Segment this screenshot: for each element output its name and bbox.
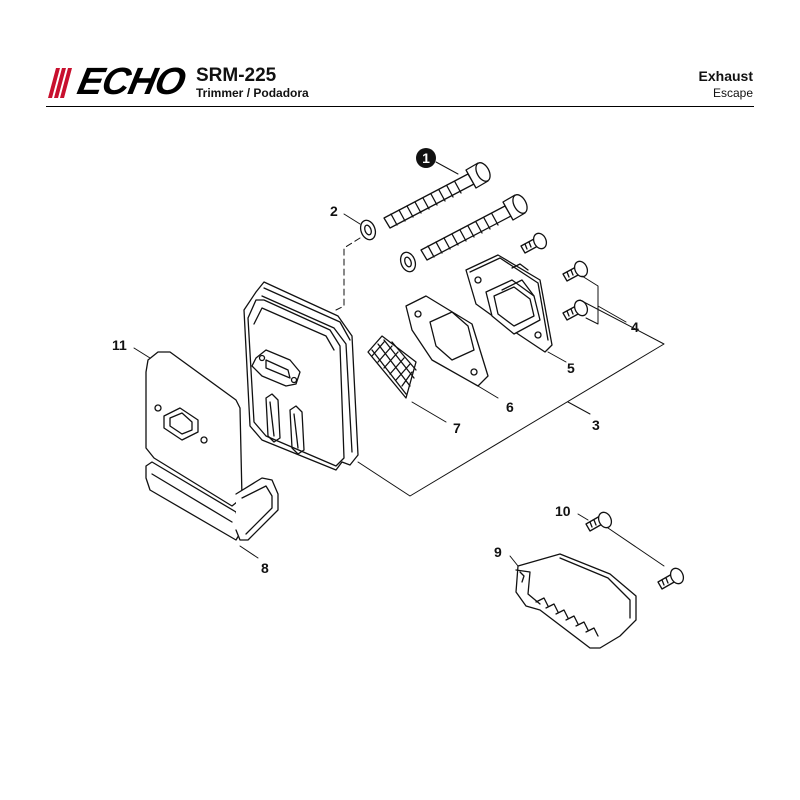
screw-part-4: [520, 232, 589, 321]
callout-4: 4: [631, 319, 639, 335]
header-rule: [46, 106, 754, 107]
page-header: ECHO SRM-225 Trimmer / Podadora Exhaust …: [0, 0, 800, 110]
heatshield-part-11: [145, 351, 243, 507]
gasket-part-6: [405, 295, 489, 387]
muffler-part-3: [243, 281, 359, 471]
screw-part-10: [585, 511, 685, 590]
section-subtitle: Escape: [712, 86, 753, 100]
callout-10: 10: [555, 503, 571, 519]
cover-part-9: [515, 553, 637, 649]
model-subtitle: Trimmer / Podadora: [196, 86, 309, 100]
washer-part-2: [359, 219, 417, 273]
callout-11: 11: [112, 337, 127, 353]
section-title: Exhaust: [698, 68, 753, 84]
callout-5: 5: [567, 360, 575, 376]
callout-8: 8: [261, 560, 269, 576]
bracket-part-8: [145, 461, 279, 541]
callout-6: 6: [506, 399, 514, 415]
model-title: SRM-225: [196, 65, 277, 86]
leader-lines: [133, 161, 665, 567]
callout-9: 9: [494, 544, 502, 560]
callout-2: 2: [330, 203, 338, 219]
callout-labels: 1 2 3 4 5 6 7 8 9 10 11: [112, 148, 639, 576]
callout-3: 3: [592, 417, 600, 433]
screen-part-7: [367, 335, 417, 399]
callout-1-badge: [416, 148, 436, 168]
callout-1: 1: [422, 150, 430, 166]
plate-part-5: [465, 254, 553, 353]
callout-7: 7: [453, 420, 461, 436]
bolt-part-1: [383, 162, 528, 261]
echo-logo-stripes-icon: [48, 68, 72, 98]
